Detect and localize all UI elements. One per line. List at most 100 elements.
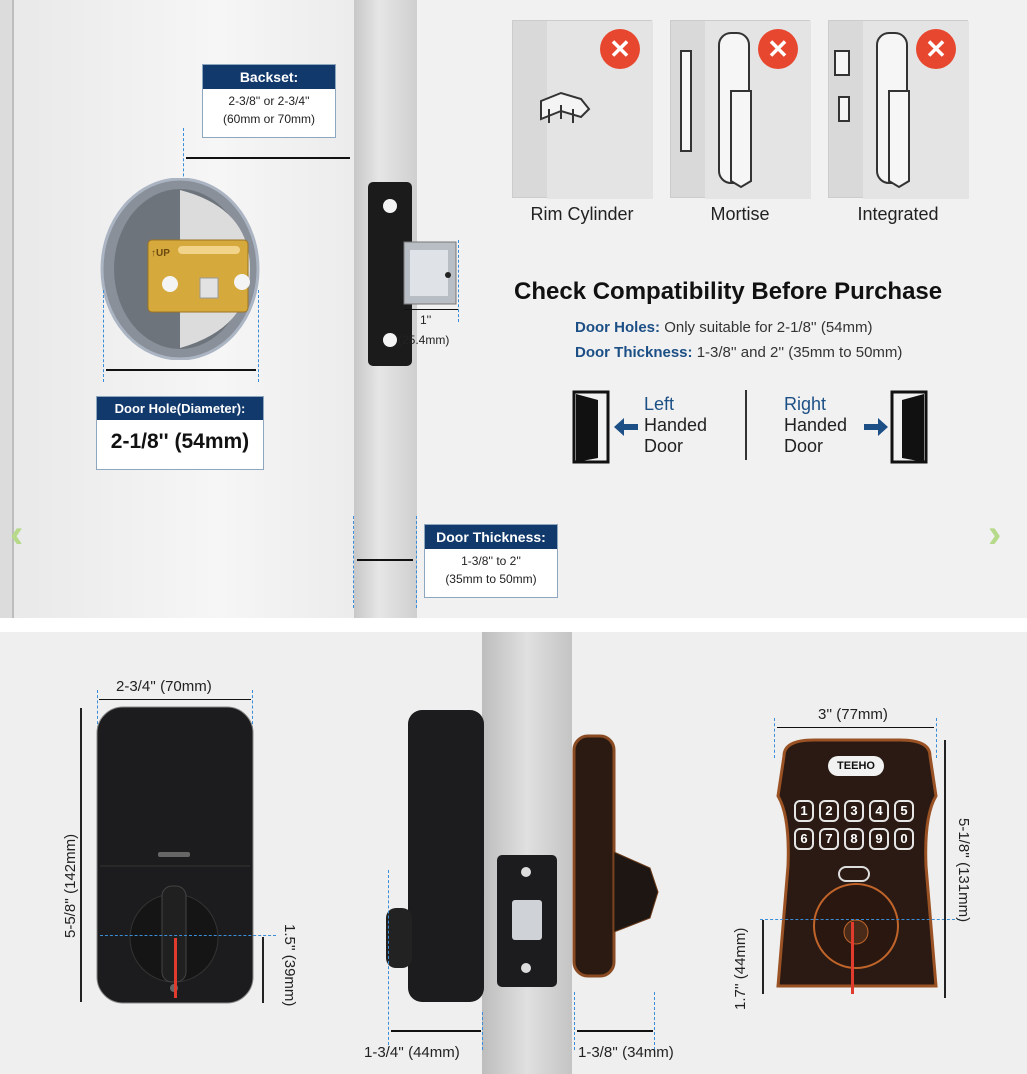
left-handed-word: Handed — [644, 415, 708, 435]
hole-guide-left — [103, 290, 104, 382]
interior-thumb-height-label: 1.5'' (39mm) — [281, 924, 298, 1007]
interior-width-guide-right — [252, 690, 253, 750]
key-5[interactable]: 5 — [894, 800, 914, 822]
latch-size-in: 1'' — [420, 313, 432, 327]
latch-faceplate — [368, 182, 457, 366]
mortise-label: Mortise — [710, 204, 770, 224]
backset-line1: 2-3/8'' or 2-3/4'' — [228, 94, 310, 108]
key-2[interactable]: 2 — [819, 800, 839, 822]
door-thickness-title: Door Thickness: — [425, 525, 557, 549]
x-mark-icon: ✕ — [758, 29, 798, 69]
side-left-guide-a — [388, 870, 389, 1050]
left-door-icon — [572, 390, 638, 464]
right-handed-door-label: Right Handed Door — [784, 394, 847, 457]
key-9[interactable]: 9 — [869, 828, 889, 850]
backset-arrow — [186, 157, 350, 159]
key-7[interactable]: 7 — [819, 828, 839, 850]
backset-title: Backset: — [203, 65, 335, 89]
exterior-width-guide-left — [774, 718, 775, 758]
interior-height-arrow — [80, 708, 82, 1002]
interior-center-line — [100, 935, 276, 936]
latch-stamp: ↑UP — [151, 248, 170, 259]
spec-door-holes-key: Door Holes: — [575, 319, 661, 336]
interior-height-label: 5-5/8'' (142mm) — [62, 833, 79, 938]
side-faceplate — [497, 855, 557, 987]
key-3[interactable]: 3 — [844, 800, 864, 822]
hole-arrow — [106, 369, 256, 371]
exterior-center-line — [760, 919, 960, 920]
key-6[interactable]: 6 — [794, 828, 814, 850]
spec-door-holes-value: Only suitable for 2-1/8'' (54mm) — [664, 319, 873, 336]
fingerprint-sensor — [838, 866, 870, 882]
x-mark-icon: ✕ — [600, 29, 640, 69]
exterior-height-arrow — [944, 740, 946, 998]
interior-thumb-arrow — [174, 938, 177, 998]
backset-callout: Backset: 2-3/8'' or 2-3/4'' (60mm or 70m… — [202, 64, 336, 138]
exterior-width-label: 3'' (77mm) — [818, 706, 888, 723]
backset-line2: (60mm or 70mm) — [222, 112, 315, 126]
door-hole-illustration — [100, 178, 260, 360]
right-door-icon — [864, 390, 928, 464]
prev-arrow-icon[interactable]: ‹ — [10, 512, 24, 556]
integrated-label: Integrated — [857, 204, 939, 224]
door-thickness-callout: Door Thickness: 1-3/8'' to 2'' (35mm to … — [424, 524, 558, 598]
side-right-guide-a — [574, 992, 575, 1050]
hole-guide-right — [258, 290, 259, 382]
exterior-cyl-arrow — [851, 922, 854, 994]
cyl-height-arrow — [762, 920, 764, 994]
door-hole-title: Door Hole(Diameter): — [97, 397, 263, 420]
left-word: Left — [644, 394, 675, 414]
left-door-word: Door — [644, 436, 684, 456]
latch-size-mm: (25.4mm) — [398, 333, 450, 347]
installation-panel: Backset: 2-3/8'' or 2-3/4'' (60mm or 70m… — [0, 0, 1027, 618]
compatibility-heading: Check Compatibility Before Purchase — [514, 278, 943, 305]
key-4[interactable]: 4 — [869, 800, 889, 822]
door-divider — [745, 390, 747, 460]
side-interior-unit — [386, 710, 484, 1002]
key-0[interactable]: 0 — [894, 828, 914, 850]
interior-unit — [96, 706, 254, 1004]
key-1[interactable]: 1 — [794, 800, 814, 822]
door-hole-value: 2-1/8'' (54mm) — [110, 430, 250, 453]
rim-cylinder-label: Rim Cylinder — [530, 204, 634, 224]
side-exterior-unit — [572, 734, 659, 978]
brand-logo: TEEHO — [828, 756, 884, 776]
spec-door-thickness-value: 1-3/8'' and 2'' (35mm to 50mm) — [696, 344, 903, 361]
exterior-width-arrow — [777, 727, 934, 728]
thickness-arrow — [357, 559, 413, 561]
exterior-height-label: 5-1/8'' (131mm) — [955, 818, 972, 923]
thickness-guide-left — [353, 516, 354, 608]
thickness-guide-right — [416, 516, 417, 608]
interior-width-arrow — [99, 699, 251, 700]
spec-door-thickness: Door Thickness: 1-3/8'' and 2'' (35mm to… — [575, 344, 902, 361]
left-handed-door-label: Left Handed Door — [644, 394, 707, 457]
right-handed-word: Handed — [784, 415, 848, 435]
side-right-guide-b — [654, 992, 655, 1050]
right-door-word: Door — [784, 436, 824, 456]
latch-arrow — [404, 309, 458, 310]
side-left-arrow — [391, 1030, 481, 1032]
door-hole-callout: Door Hole(Diameter): 2-1/8'' (54mm) — [96, 396, 264, 470]
latch-guide — [458, 240, 459, 322]
side-right-depth-label: 1-3/8'' (34mm) — [578, 1044, 674, 1061]
exterior-cyl-height-label: 1.7'' (44mm) — [732, 927, 749, 1010]
key-8[interactable]: 8 — [844, 828, 864, 850]
x-mark-icon: ✕ — [916, 29, 956, 69]
keypad[interactable]: 1 2 3 4 5 6 7 8 9 0 — [794, 800, 918, 850]
door-thickness-line2: (35mm to 50mm) — [445, 572, 537, 586]
side-left-depth-label: 1-3/4'' (44mm) — [364, 1044, 460, 1061]
next-arrow-icon[interactable]: › — [988, 512, 1002, 556]
interior-width-guide-left — [97, 690, 98, 750]
door-edge-side — [482, 632, 572, 1074]
spec-door-thickness-key: Door Thickness: — [575, 344, 693, 361]
thumb-height-arrow — [262, 937, 264, 1003]
interior-width-label: 2-3/4'' (70mm) — [116, 678, 212, 695]
side-right-arrow — [577, 1030, 653, 1032]
side-left-guide-b — [482, 1012, 483, 1050]
exterior-width-guide-right — [936, 718, 937, 758]
dimensions-panel: 2-3/4'' (70mm) 5-5/8'' (142mm) 1.5'' (39… — [0, 632, 1027, 1074]
spec-door-holes: Door Holes: Only suitable for 2-1/8'' (5… — [575, 319, 873, 336]
door-thickness-line1: 1-3/8'' to 2'' — [461, 554, 521, 568]
door-edge — [0, 0, 14, 618]
right-word: Right — [784, 394, 827, 414]
